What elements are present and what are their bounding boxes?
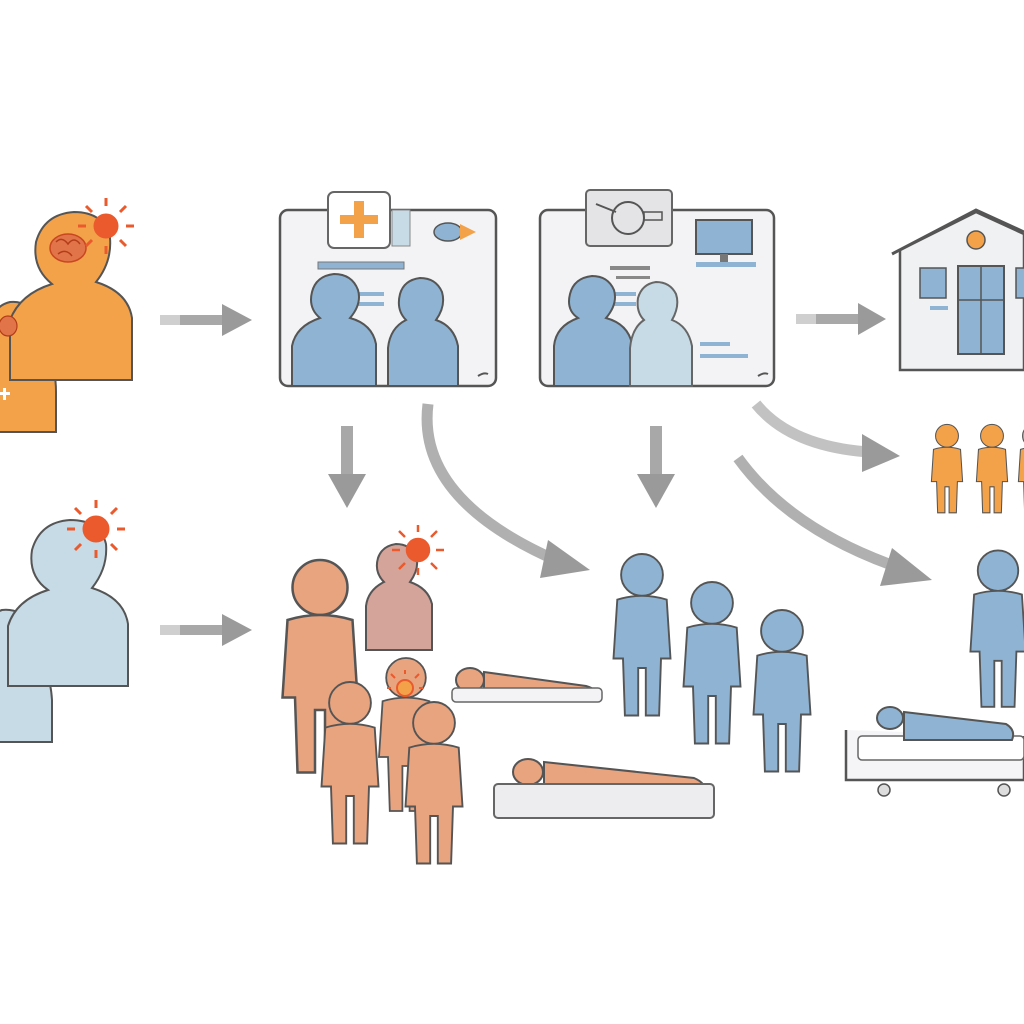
- person-bust-front: [7, 518, 129, 687]
- shelf-line: [317, 261, 405, 270]
- mattress: [493, 783, 715, 819]
- desk-line: [614, 302, 636, 306]
- person-figure: [612, 553, 672, 717]
- corner-mark: [757, 372, 769, 377]
- hospital-emblem-icon: [966, 230, 986, 250]
- desk-line: [614, 292, 636, 296]
- alert-burst-icon: [392, 525, 444, 575]
- clinician-bust: [553, 274, 633, 387]
- pill-icon: [433, 222, 476, 242]
- desk-line: [358, 292, 384, 296]
- person-bust: [365, 542, 433, 651]
- person-figure: [930, 423, 964, 514]
- arrow-curved: [751, 400, 900, 472]
- person-figure: [682, 581, 742, 745]
- small-brain-icon: [0, 315, 18, 337]
- recovering-group-blue: [612, 553, 812, 773]
- inpatient-bed: [844, 549, 1024, 797]
- alert-burst-icon: [67, 500, 125, 558]
- outpatient-group-orange: [930, 423, 1024, 514]
- scanner-icon: [585, 189, 673, 247]
- person-figure: [1017, 423, 1024, 514]
- floor-mat: [451, 687, 603, 703]
- hospital-bed-icon: [844, 730, 1024, 797]
- arrow-right: [160, 304, 252, 336]
- monitor-panel: [391, 209, 411, 247]
- stand-line: [610, 266, 650, 270]
- arrow-right: [796, 303, 886, 335]
- lying-person: [876, 706, 1015, 741]
- arrow-curved: [421, 403, 590, 578]
- person-bust-front: [9, 210, 133, 381]
- patient-bust: [629, 280, 693, 387]
- arrow-down: [328, 426, 366, 508]
- person-figure: [752, 609, 812, 773]
- desk-line: [358, 302, 384, 306]
- brain-icon: [49, 233, 87, 263]
- affected-group-salmon: [281, 525, 715, 865]
- person-figure: [320, 681, 380, 845]
- desk-line: [700, 354, 748, 358]
- imaging-room: [538, 189, 776, 388]
- alert-burst-icon: [78, 198, 134, 254]
- person-figure: [975, 423, 1009, 514]
- arrow-down: [637, 426, 675, 508]
- patient-bust: [387, 276, 459, 387]
- desk-line: [700, 342, 730, 346]
- person-figure: [404, 701, 464, 865]
- person-figure: [969, 549, 1024, 708]
- patients-mild: [0, 500, 129, 743]
- medical-cross-icon: [327, 191, 391, 249]
- display-monitor-icon: [695, 219, 756, 267]
- hospital-window: [919, 267, 947, 299]
- hospital-window: [1015, 267, 1024, 299]
- clinician-bust: [291, 272, 377, 387]
- stand-line: [616, 276, 650, 279]
- arrows: [160, 303, 932, 646]
- hospital: [891, 208, 1024, 372]
- emergency-care-room: [278, 191, 498, 388]
- small-cross-icon: [0, 388, 10, 400]
- small-alert-burst-icon: [387, 670, 423, 697]
- corner-mark: [477, 372, 489, 377]
- arrow-right: [160, 614, 252, 646]
- patients-symptomatic: [0, 198, 134, 433]
- arrow-curved: [733, 454, 932, 586]
